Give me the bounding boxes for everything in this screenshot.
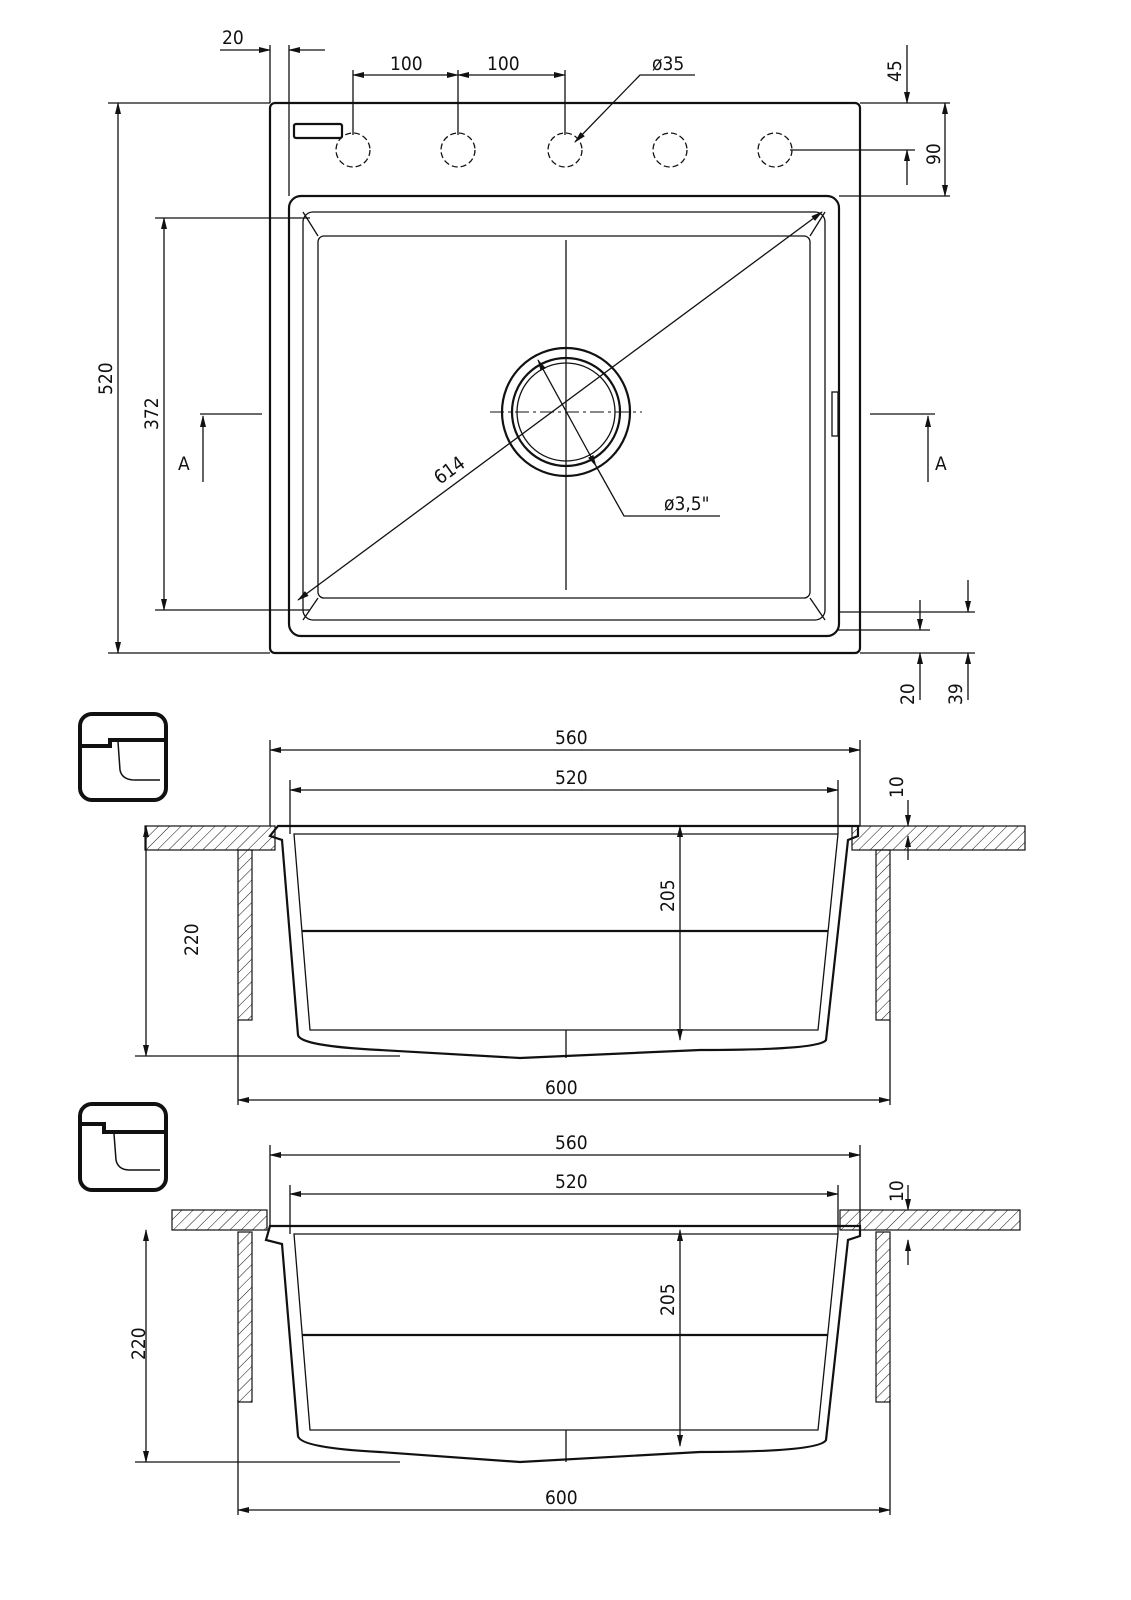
dim-hole-row: 90 (923, 143, 945, 165)
dim-hole-diameter: ø35 (652, 53, 684, 75)
dim-cabinet-width: 600 (545, 1077, 578, 1099)
dim-diagonal: 614 (430, 452, 469, 489)
dim-hole-spacing-2: 100 (487, 53, 520, 75)
dim-bowl-height: 205 (657, 1283, 679, 1316)
section-1: 560 520 10 205 220 600 (78, 712, 1026, 1105)
dim-bowl-width: 520 (555, 767, 588, 789)
dim-total-depth: 520 (95, 362, 117, 395)
dim-cabinet-width: 600 (545, 1487, 578, 1509)
dim-outer-width: 560 (555, 727, 588, 749)
dim-total-height: 220 (181, 923, 203, 956)
dim-outer-width: 560 (555, 1132, 588, 1154)
dim-bowl-depth: 372 (141, 397, 163, 430)
mounting-icon-flushmount (78, 1102, 168, 1192)
dim-bottom-bowl: 39 (945, 683, 967, 705)
dim-bowl-height: 205 (657, 879, 679, 912)
dim-bowl-width: 520 (555, 1171, 588, 1193)
dim-drain: ø3,5" (664, 493, 710, 515)
dim-total-height: 220 (128, 1327, 150, 1360)
dim-rim: 10 (886, 1180, 908, 1202)
section-2: 560 520 10 205 220 600 (78, 1102, 1021, 1515)
dim-rim: 10 (886, 776, 908, 798)
dim-hole-offset: 45 (884, 60, 906, 82)
section-mark-right: A (935, 453, 947, 475)
top-view: 20 100 100 ø35 45 90 520 372 A A 614 ø3,… (95, 27, 975, 705)
dim-edge: 20 (222, 27, 244, 49)
section-mark-left: A (178, 453, 190, 475)
tap-holes (335, 132, 793, 168)
dim-hole-spacing-1: 100 (390, 53, 423, 75)
dim-bottom-rim: 20 (897, 683, 919, 705)
overflow-opening (831, 391, 839, 437)
mounting-icon-topmount (78, 712, 168, 802)
overflow-slot (292, 122, 344, 140)
